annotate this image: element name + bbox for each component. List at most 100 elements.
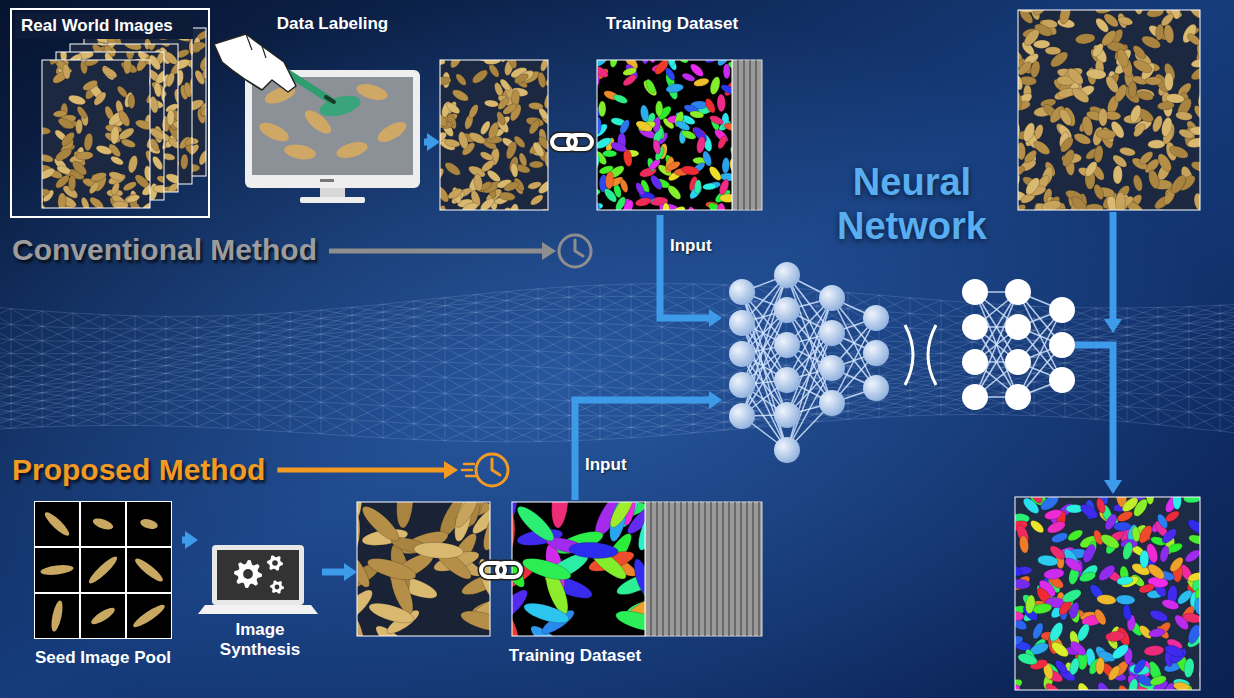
wave-mesh [414, 424, 445, 441]
wave-mesh [507, 310, 538, 323]
wave-mesh [693, 299, 724, 313]
photo-tile [448, 60, 464, 70]
wave-mesh [73, 313, 104, 329]
wave-mesh [445, 395, 476, 409]
wave-mesh [259, 415, 290, 432]
wave-mesh [42, 313, 73, 326]
dataset-stack [737, 60, 738, 210]
monitor [283, 142, 317, 161]
monitor [375, 118, 410, 146]
wave-mesh [290, 343, 321, 354]
photo-tile [1048, 49, 1070, 70]
mask-tile [666, 183, 683, 201]
wave-mesh [848, 401, 879, 411]
mask-tile [673, 60, 690, 65]
wave-mesh [352, 389, 383, 406]
wave-mesh [538, 322, 569, 337]
photo-tile [461, 201, 480, 210]
wave-mesh [290, 374, 321, 387]
wave-mesh [414, 336, 445, 349]
wave-mesh [290, 402, 321, 416]
photo-tile [1075, 32, 1096, 45]
wave-mesh [104, 315, 135, 329]
photo-tile [443, 160, 463, 178]
wave-mesh [538, 414, 569, 428]
wave-mesh [507, 300, 538, 309]
photo-stack [165, 172, 178, 186]
wave-mesh [1189, 307, 1190, 428]
photo-stack [140, 181, 150, 198]
mask-tile [720, 194, 732, 203]
wave-mesh [569, 324, 600, 338]
photo-tile [536, 178, 548, 195]
mask-tile [717, 178, 730, 196]
wave-mesh [259, 387, 290, 401]
wave-mesh [1158, 358, 1189, 369]
wave-mesh [507, 291, 508, 441]
photo-tile [504, 140, 519, 160]
wave-mesh [135, 391, 166, 403]
wave-mesh [166, 328, 197, 340]
wave-mesh [42, 311, 73, 328]
wave-mesh [1189, 358, 1220, 369]
photo-stack [141, 200, 150, 208]
wave-mesh [290, 362, 321, 374]
wave-mesh [693, 345, 724, 363]
wave-mesh [0, 347, 1234, 378]
wave-mesh [383, 391, 414, 405]
wave-mesh [879, 328, 910, 341]
photo-stack [167, 136, 178, 150]
wave-mesh [197, 400, 228, 413]
mask-tile [671, 205, 686, 210]
photo-tile [1164, 72, 1173, 90]
photo-tile [537, 72, 547, 89]
wave-mesh [507, 299, 538, 311]
photo-tile [527, 118, 542, 136]
photo-stack [70, 159, 89, 178]
wave-mesh [321, 310, 322, 434]
mask-tile [634, 181, 646, 196]
wave-mesh [1220, 418, 1234, 431]
wave-mesh [910, 396, 941, 407]
wave-mesh [42, 341, 73, 354]
wave-mesh [507, 383, 538, 397]
wave-mesh [569, 371, 600, 385]
mask-tile [597, 60, 732, 210]
wave-mesh [1127, 393, 1158, 409]
wave-mesh [662, 359, 693, 376]
wave-mesh [0, 284, 1234, 442]
wave-mesh [600, 296, 631, 309]
wave-mesh [910, 353, 941, 364]
wave-mesh [910, 298, 941, 316]
wave-mesh [11, 417, 42, 428]
wave-mesh [1127, 395, 1158, 407]
wave-mesh [569, 353, 600, 371]
wave-mesh [476, 350, 507, 364]
wave-mesh [693, 377, 724, 390]
photo-stack [183, 134, 192, 147]
wave-mesh [569, 339, 600, 353]
wave-mesh [135, 349, 166, 360]
photo-stack [123, 44, 143, 52]
wave-mesh [941, 342, 972, 352]
wave-mesh [352, 422, 383, 436]
wave-mesh [73, 329, 104, 342]
photo-stack [75, 119, 83, 134]
wave-mesh [0, 340, 11, 353]
wave-mesh [693, 361, 724, 377]
wave-mesh [228, 366, 259, 378]
photo-tile [1117, 15, 1134, 27]
wave-mesh [259, 314, 260, 430]
photo-stack [180, 154, 188, 170]
wave-mesh [352, 390, 383, 404]
photo-tile [479, 120, 493, 137]
wave-mesh [538, 287, 569, 299]
wave-mesh [631, 284, 632, 438]
link-icon [568, 135, 592, 149]
wave-mesh [414, 306, 445, 317]
wave-mesh [414, 377, 445, 391]
wave-mesh [445, 363, 476, 377]
photo-stack [75, 105, 88, 120]
wave-mesh [507, 365, 538, 383]
wave-mesh [941, 300, 972, 317]
